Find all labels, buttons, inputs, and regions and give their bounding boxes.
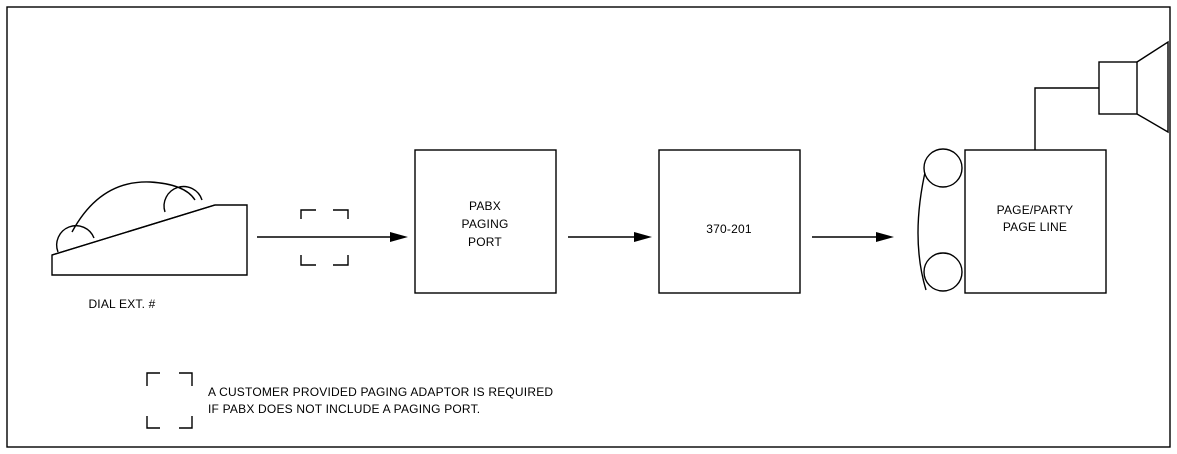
page-line-label-line2: PAGE LINE xyxy=(1003,220,1067,234)
pabx-label-line1: PABX xyxy=(469,199,501,213)
handset-icon xyxy=(917,148,963,292)
legend-adaptor-symbol xyxy=(146,372,193,429)
legend-note-line2: IF PABX DOES NOT INCLUDE A PAGING PORT. xyxy=(208,402,480,416)
unit-label: 370-201 xyxy=(706,222,752,236)
telephone-icon xyxy=(51,181,248,276)
arrow-pabx-to-unit xyxy=(568,232,652,242)
unit-370-201-box: 370-201 xyxy=(658,149,801,294)
page-party-page-line-box: PAGE/PARTY PAGE LINE xyxy=(964,149,1107,294)
legend-note-line1: A CUSTOMER PROVIDED PAGING ADAPTOR IS RE… xyxy=(208,385,553,399)
pabx-label-line3: PORT xyxy=(468,235,502,249)
arrow-phone-to-pabx xyxy=(257,232,408,242)
dial-ext-label: DIAL EXT. # xyxy=(88,297,155,311)
arrow-unit-to-page-line xyxy=(812,232,894,242)
diagram-frame xyxy=(6,6,1171,448)
page-line-label-line1: PAGE/PARTY xyxy=(997,203,1074,217)
optional-adaptor-box xyxy=(300,209,349,266)
pabx-label-line2: PAGING xyxy=(462,217,509,231)
speaker-icon xyxy=(1034,40,1169,150)
pabx-paging-port-box: PABX PAGING PORT xyxy=(414,149,557,294)
